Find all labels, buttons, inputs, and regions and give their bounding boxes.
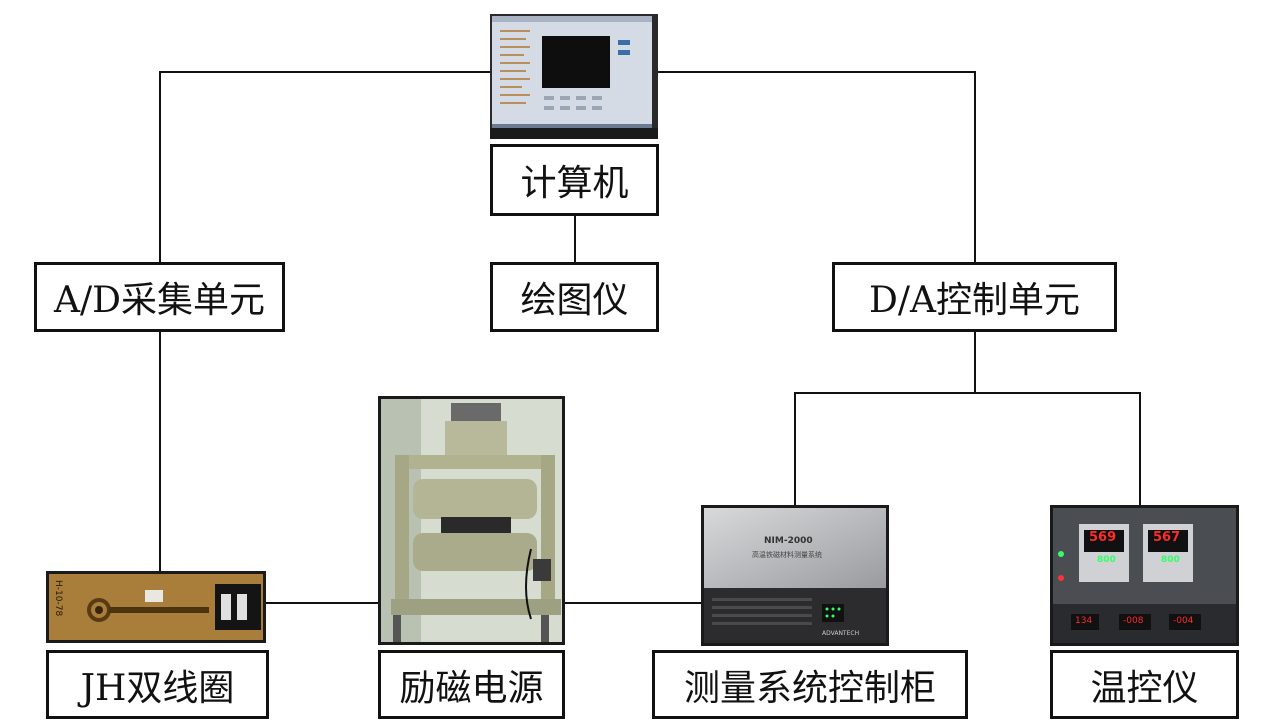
- temp-sv2: 800: [1161, 555, 1180, 565]
- excitation-box: 励磁电源: [378, 650, 565, 719]
- coil-mark: H-10-78: [53, 580, 63, 617]
- temp-photo: 569 800 567 800 134 -008 -004: [1050, 505, 1239, 646]
- computer-photo: [490, 14, 658, 139]
- temp-pv1: 569: [1089, 530, 1117, 545]
- cabinet-box: 测量系统控制柜: [652, 650, 968, 719]
- cabinet-graphic: [704, 508, 886, 643]
- line-computer-ad: [159, 71, 490, 262]
- coil-photo: H-10-78: [46, 571, 266, 643]
- magnet-graphic: [381, 399, 562, 642]
- excitation-photo: [378, 396, 565, 645]
- cabinet-subtitle: 高温铁磁材料测量系统: [752, 551, 822, 559]
- meter-2: -008: [1123, 616, 1144, 626]
- ad-unit-box: A/D采集单元: [34, 262, 285, 332]
- meter-3: -004: [1173, 616, 1194, 626]
- coil-box: JH双线圈: [46, 650, 269, 719]
- cabinet-model: NIM-2000: [764, 536, 813, 546]
- meter-1: 134: [1075, 616, 1093, 626]
- temp-graphic: [1053, 508, 1236, 643]
- temp-sv1: 800: [1097, 555, 1116, 565]
- temp-box: 温控仪: [1050, 650, 1239, 719]
- cabinet-photo: NIM-2000 高温铁磁材料测量系统 ADVANTECH: [701, 505, 889, 646]
- cabinet-brand: ADVANTECH: [822, 630, 860, 637]
- computer-box: 计算机: [490, 144, 659, 216]
- plotter-box: 绘图仪: [490, 262, 659, 332]
- line-computer-da: [658, 71, 976, 262]
- da-unit-box: D/A控制单元: [832, 262, 1117, 332]
- temp-pv2: 567: [1153, 530, 1181, 545]
- line-da-temp: [975, 392, 1141, 505]
- monitor-screen-graphic: [490, 16, 658, 139]
- line-da-split: [794, 332, 976, 505]
- coil-graphic: [49, 574, 263, 640]
